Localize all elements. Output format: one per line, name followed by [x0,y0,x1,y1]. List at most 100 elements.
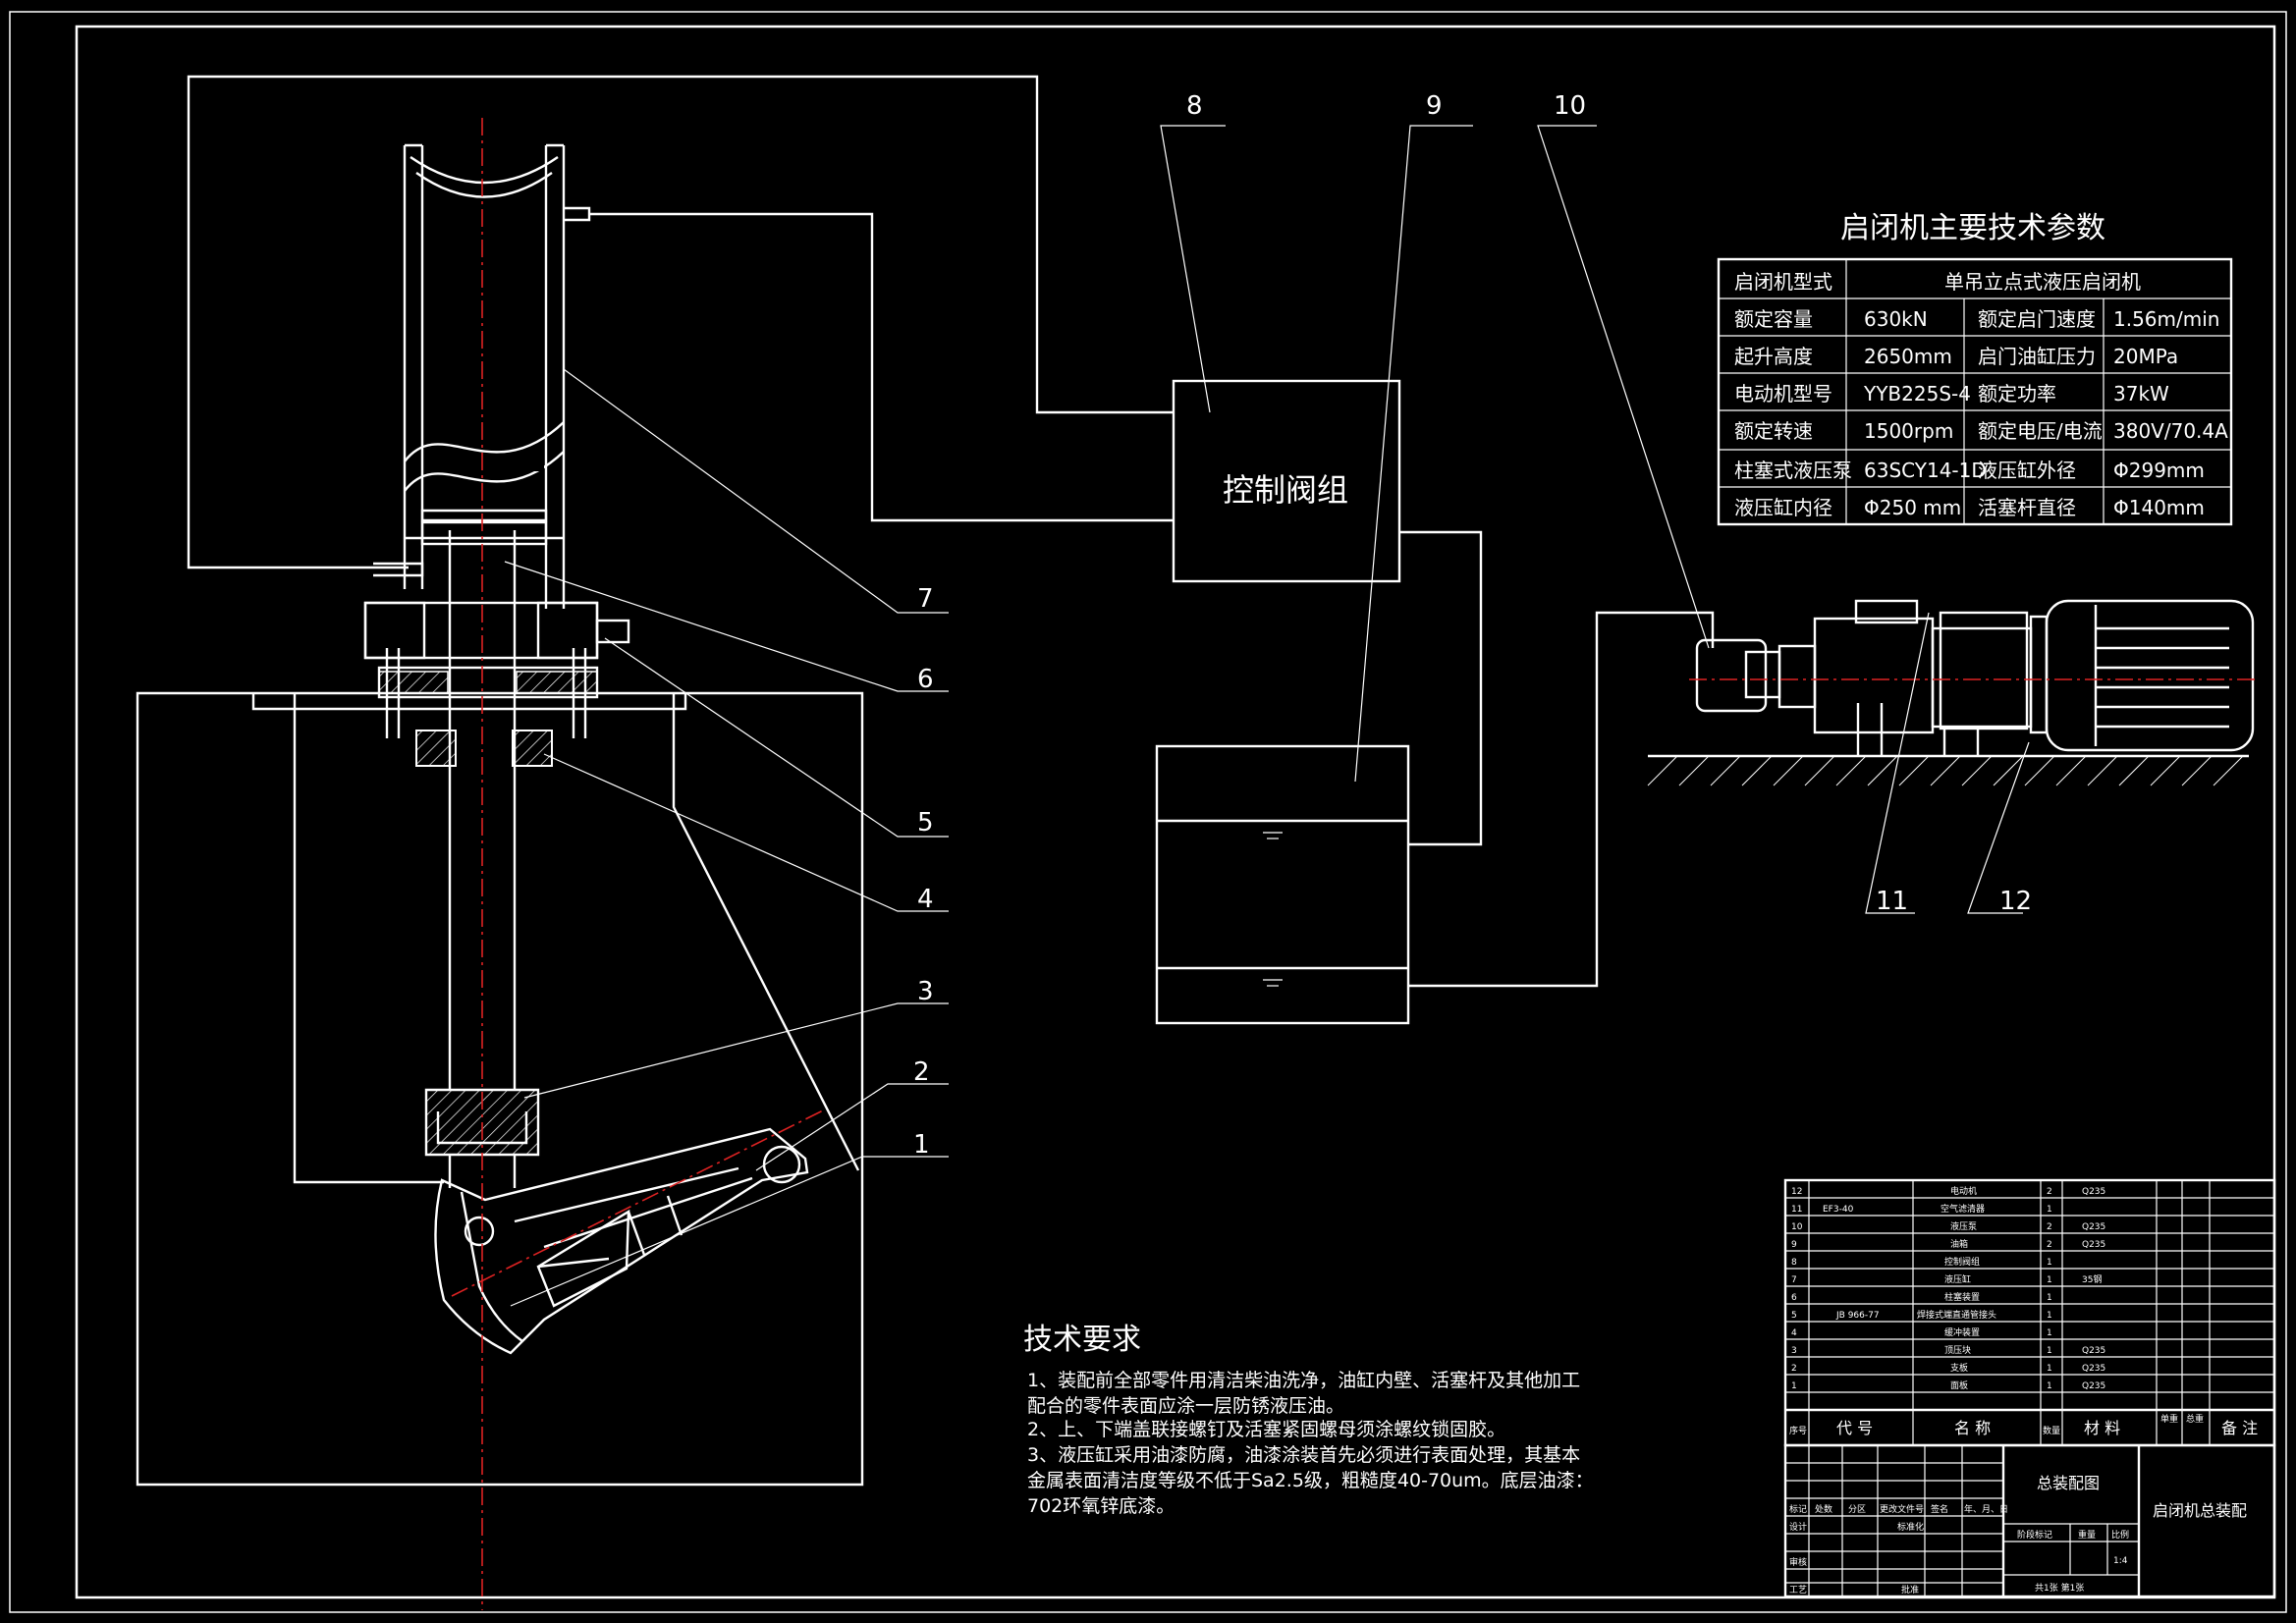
svg-text:12: 12 [1791,1187,1802,1197]
param-table-title: 启闭机主要技术参数 [1840,211,2105,245]
project-name: 启闭机总装配 [2153,1501,2247,1520]
svg-text:Q235: Q235 [2082,1240,2105,1250]
param-rows: 额定容量 630kN 额定启门速度 1.56m/min 起升高度 2650mm … [1734,307,2228,519]
svg-text:2: 2 [2047,1240,2052,1250]
svg-text:标记: 标记 [1789,1503,1807,1515]
svg-text:单重: 单重 [2160,1413,2178,1425]
part-label-4: 4 [917,885,934,914]
part-label-5: 5 [917,808,934,838]
svg-text:配合的零件表面应涂一层防锈液压油。: 配合的零件表面应涂一层防锈液压油。 [1027,1395,1344,1417]
svg-text:3、液压缸采用油漆防腐，油漆涂装首先必须进行表面处理，其基本: 3、液压缸采用油漆防腐，油漆涂装首先必须进行表面处理，其基本 [1027,1444,1580,1466]
svg-text:1: 1 [2047,1311,2052,1321]
part-label-8: 8 [1186,91,1203,121]
svg-text:7: 7 [1791,1275,1797,1285]
part-leaders [504,368,949,1307]
svg-text:启门油缸压力: 启门油缸压力 [1978,345,2096,368]
svg-text:Φ140mm: Φ140mm [2113,496,2205,519]
svg-text:Q235: Q235 [2082,1346,2105,1356]
sheet-count: 共1张 第1张 [2035,1582,2084,1594]
svg-text:柱塞装置: 柱塞装置 [1944,1291,1980,1303]
svg-text:额定容量: 额定容量 [1734,307,1813,331]
svg-text:1: 1 [2047,1364,2052,1374]
control-valve-label: 控制阀组 [1223,471,1348,509]
svg-text:处数: 处数 [1815,1503,1832,1515]
part-label-7: 7 [917,584,934,614]
outer-frame [9,11,2287,1613]
svg-text:6: 6 [1791,1293,1797,1303]
svg-text:702环氧锌底漆。: 702环氧锌底漆。 [1027,1495,1175,1517]
svg-text:比例: 比例 [2111,1529,2129,1541]
svg-text:批准: 批准 [1901,1584,1919,1596]
svg-text:数量: 数量 [2043,1425,2060,1436]
svg-text:分区: 分区 [1848,1504,1866,1515]
svg-text:总重: 总重 [2186,1413,2204,1425]
svg-text:重量: 重量 [2078,1529,2096,1541]
svg-text:缓冲装置: 缓冲装置 [1944,1326,1980,1338]
svg-text:3: 3 [1791,1346,1797,1356]
svg-text:2: 2 [2047,1187,2052,1197]
svg-text:2、上、下端盖联接螺钉及活塞紧固螺母须涂螺纹锁固胶。: 2、上、下端盖联接螺钉及活塞紧固螺母须涂螺纹锁固胶。 [1027,1419,1505,1440]
part-label-12: 12 [1999,887,2032,916]
svg-text:Q235: Q235 [2082,1364,2105,1374]
cylinder-assembly [136,75,1174,1610]
svg-text:35钢: 35钢 [2082,1273,2102,1285]
svg-text:序号: 序号 [1789,1425,1807,1436]
part-label-2: 2 [913,1057,930,1087]
svg-text:额定功率: 额定功率 [1978,382,2056,406]
svg-text:空气滤清器: 空气滤清器 [1941,1203,1985,1215]
svg-text:Φ250 mm: Φ250 mm [1864,496,1961,519]
svg-text:材 料: 材 料 [2084,1419,2120,1437]
svg-text:年、月、日: 年、月、日 [1964,1503,2008,1515]
scale-value: 1:4 [2113,1556,2128,1566]
svg-text:额定电压/电流: 额定电压/电流 [1978,419,2103,443]
svg-text:JB 966-77: JB 966-77 [1835,1311,1880,1321]
svg-text:63SCY14-1D: 63SCY14-1D [1864,459,1987,482]
part-label-11: 11 [1876,887,1908,916]
svg-text:液压缸外径: 液压缸外径 [1978,459,2076,482]
svg-text:20MPa: 20MPa [2113,345,2178,368]
part-label-10: 10 [1554,91,1586,121]
svg-text:37kW: 37kW [2113,382,2169,406]
svg-text:面板: 面板 [1950,1380,1968,1391]
svg-text:1、装配前全部零件用清洁柴油洗净，油缸内壁、活塞杆及其他加工: 1、装配前全部零件用清洁柴油洗净，油缸内壁、活塞杆及其他加工 [1027,1370,1580,1391]
svg-text:2650mm: 2650mm [1864,345,1952,368]
part-label-3: 3 [917,977,934,1006]
svg-text:金属表面清洁度等级不低于Sa2.5级，粗糙度40-70um。: 金属表面清洁度等级不低于Sa2.5级，粗糙度40-70um。底层油漆： [1027,1470,1594,1491]
type-value: 单吊立点式液压启闭机 [1944,270,2141,294]
svg-text:顶压块: 顶压块 [1944,1344,1971,1356]
svg-text:2: 2 [1791,1364,1797,1374]
svg-text:1: 1 [2047,1293,2052,1303]
svg-text:控制阀组: 控制阀组 [1944,1256,1980,1268]
svg-text:YYB225S-4: YYB225S-4 [1863,382,1971,406]
drawing-name: 总装配图 [2037,1474,2100,1492]
svg-text:8: 8 [1791,1258,1797,1268]
svg-text:签名: 签名 [1931,1503,1948,1515]
motor-pump: 11 12 [1647,599,2259,916]
svg-text:1: 1 [2047,1258,2052,1268]
svg-text:阶段标记: 阶段标记 [2017,1529,2052,1541]
svg-text:1: 1 [2047,1205,2052,1215]
svg-text:5: 5 [1791,1311,1797,1321]
svg-text:柱塞式液压泵: 柱塞式液压泵 [1734,459,1852,482]
svg-text:Q235: Q235 [2082,1381,2105,1391]
part-label-9: 9 [1426,91,1443,121]
ground-hatch [1647,755,2244,786]
svg-text:审核: 审核 [1789,1556,1807,1568]
svg-text:工艺: 工艺 [1789,1585,1807,1596]
bom-header: 序号 代 号 名 称 数量 材 料 单重 总重 备 注 [1789,1413,2258,1437]
svg-text:4: 4 [1791,1328,1797,1338]
requirements-title: 技术要求 [1023,1323,1141,1357]
svg-text:额定转速: 额定转速 [1734,419,1813,443]
svg-text:电动机型号: 电动机型号 [1734,382,1832,406]
svg-text:电动机: 电动机 [1950,1185,1977,1197]
svg-text:1.56m/min: 1.56m/min [2113,307,2219,331]
svg-text:630kN: 630kN [1864,307,1928,331]
svg-text:2: 2 [2047,1222,2052,1232]
svg-text:EF3-40: EF3-40 [1823,1205,1854,1215]
svg-text:1: 1 [2047,1328,2052,1338]
part-label-6: 6 [917,665,934,694]
param-table: 启闭机主要技术参数 启闭机型式 单吊立点式液压启闭机 额定容量 630kN 额定… [1717,211,2233,526]
svg-text:10: 10 [1791,1222,1803,1232]
